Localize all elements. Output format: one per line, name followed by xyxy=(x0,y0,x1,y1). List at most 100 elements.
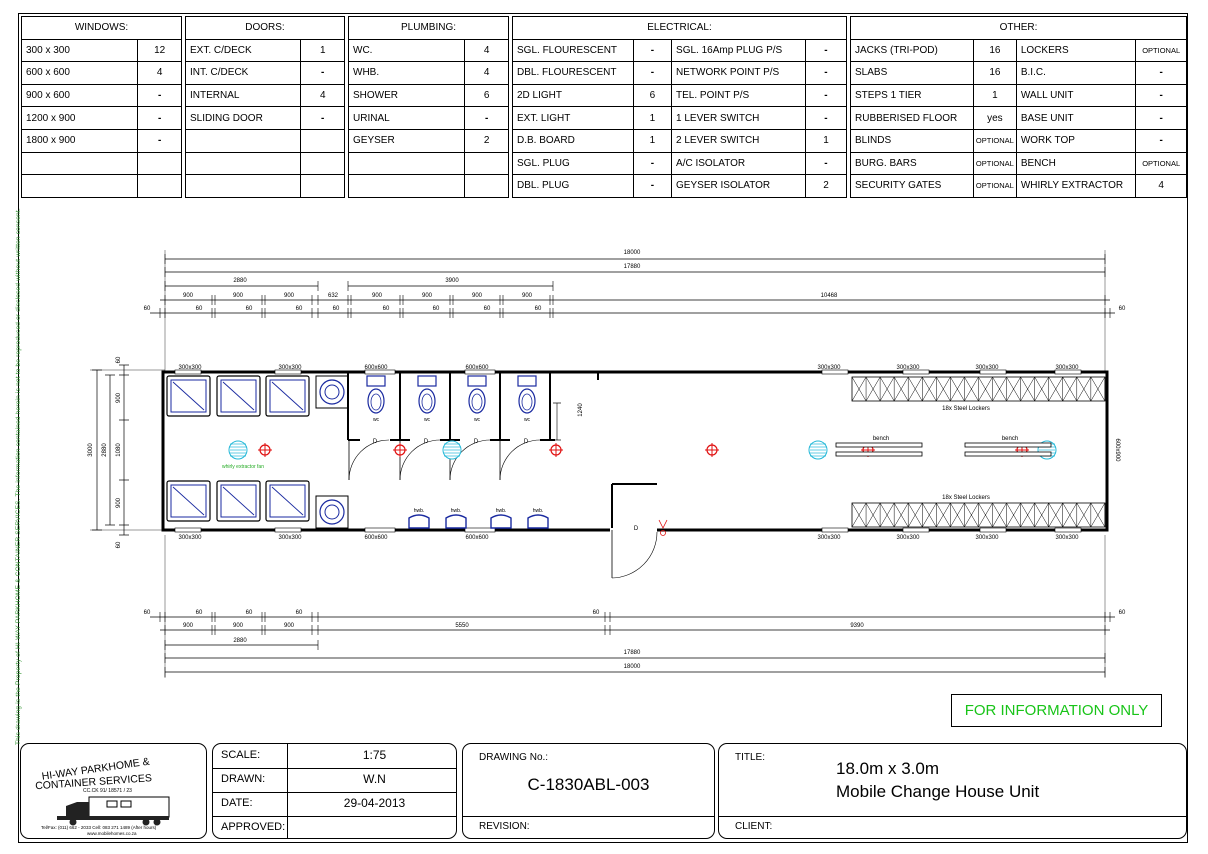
window xyxy=(979,527,1007,533)
dim-module-bottom: 900 xyxy=(284,623,295,629)
window-label-bottom: 300x300 xyxy=(1055,535,1079,541)
locker-cross xyxy=(1034,376,1049,402)
locker-cross xyxy=(1090,376,1106,402)
dim-gap-top: 60 xyxy=(144,306,151,312)
other-cell: 4 xyxy=(1135,174,1187,198)
doors-cell: EXT. C/DECK xyxy=(184,38,302,63)
company-logo-block: HI-WAY PARKHOME & CONTAINER SERVICES CC.… xyxy=(20,743,207,839)
bench-top xyxy=(964,442,1052,448)
window xyxy=(464,369,496,375)
locker-cross xyxy=(1076,502,1092,528)
door-opening xyxy=(610,528,657,533)
drawing-no-value: C-1830ABL-003 xyxy=(527,775,650,794)
wc-bowl xyxy=(367,388,385,414)
ext-door-swing xyxy=(611,531,658,579)
electrical-cell: 1 xyxy=(632,128,673,153)
locker-cross xyxy=(1006,376,1021,402)
title-label: TITLE: xyxy=(735,752,766,763)
dim-gap-bottom: 60 xyxy=(196,610,203,616)
electrical-cell: - xyxy=(632,61,673,85)
geyser-icon xyxy=(319,379,345,405)
wc-seat xyxy=(370,393,382,411)
window-label-top: 300x300 xyxy=(896,365,920,371)
locker-cross xyxy=(1048,502,1063,528)
locker-cross xyxy=(1020,502,1035,528)
hwb-icon xyxy=(445,514,467,529)
dim-seg-b-top: 3900 xyxy=(445,278,459,284)
dim-seg-a-top: 2880 xyxy=(233,278,247,284)
window xyxy=(364,369,396,375)
locker-cross xyxy=(907,376,923,402)
dim-overall-bottom: 18000 xyxy=(624,664,641,670)
wc-bowl xyxy=(518,388,536,414)
dim-module-top: 900 xyxy=(522,293,533,299)
locker-cross xyxy=(992,376,1007,402)
date-value: 29-04-2013 xyxy=(343,796,406,810)
drawing-frame xyxy=(18,13,1188,843)
locker-cross xyxy=(936,502,951,528)
other-header: OTHER: xyxy=(850,16,1187,40)
plumbing-row: URINAL- xyxy=(347,106,509,130)
dim-gap-top: 60 xyxy=(484,306,491,312)
locker-cross xyxy=(879,502,895,528)
wc-cistern xyxy=(366,375,386,387)
wc-label: wc xyxy=(524,417,531,423)
plumbing-cell: 2 xyxy=(464,128,509,153)
window xyxy=(274,369,302,375)
dim-module-bottom: 900 xyxy=(183,623,194,629)
dim-gap-bottom: 60 xyxy=(246,610,253,616)
locker-cross xyxy=(1062,502,1078,528)
locker-cross xyxy=(893,502,909,528)
dim-gap-bottom: 60 xyxy=(144,610,151,616)
dim-module-top: 900 xyxy=(472,293,483,299)
locker-cross xyxy=(907,502,923,528)
other-cell: WHIRLY EXTRACTOR xyxy=(1015,174,1137,198)
geyser-inner xyxy=(324,384,340,400)
lockers-label: 18x Steel Lockers xyxy=(942,495,990,501)
windows-header: WINDOWS: xyxy=(21,16,182,40)
dim-gap-bottom: 60 xyxy=(1119,610,1126,616)
approved-label: APPROVED: xyxy=(221,821,286,833)
dim-gap-bottom: 60 xyxy=(296,610,303,616)
wc-cistern xyxy=(517,375,537,387)
electrical-cell: 2 xyxy=(804,174,848,198)
locker-cross xyxy=(978,376,993,402)
window-label-top: 300x300 xyxy=(1055,365,1079,371)
dim-gap-bottom: 60 xyxy=(593,610,600,616)
wc-depth-label: 1240 xyxy=(578,403,584,417)
window xyxy=(821,369,849,375)
dim-inner-bottom: 17880 xyxy=(624,650,641,656)
dim-module-top: 900 xyxy=(284,293,295,299)
logo-reg: CC.CK 91/ 18571 / 23 xyxy=(83,788,132,794)
doors-row xyxy=(184,128,345,153)
revision-label: REVISION: xyxy=(479,821,530,832)
window-label-top: 300x300 xyxy=(278,365,302,371)
window-label-bottom: 300x300 xyxy=(975,535,999,541)
locker-cross xyxy=(893,376,909,402)
wc-cistern xyxy=(467,375,487,387)
shower-drain-line xyxy=(271,381,304,411)
hwb-icon xyxy=(408,514,430,529)
locker-cross xyxy=(1062,376,1078,402)
windows-row xyxy=(20,174,182,198)
locker-cross xyxy=(922,376,937,402)
windows-cell xyxy=(137,174,182,198)
dim-left-900: 900 xyxy=(116,392,122,403)
dim-gap-top: 60 xyxy=(333,306,340,312)
dim-left-1080: 1080 xyxy=(116,443,122,457)
drawing-no-label: DRAWING No.: xyxy=(479,752,549,763)
window xyxy=(364,527,396,533)
locker-cross xyxy=(1090,502,1106,528)
dim-gap-top: 60 xyxy=(296,306,303,312)
title-block-info: SCALE:1:75 DRAWN:W.N DATE:29-04-2013 APP… xyxy=(212,743,457,839)
window-label-top: 600x600 xyxy=(465,365,489,371)
for-information-only-notice: FOR INFORMATION ONLY xyxy=(951,694,1162,727)
